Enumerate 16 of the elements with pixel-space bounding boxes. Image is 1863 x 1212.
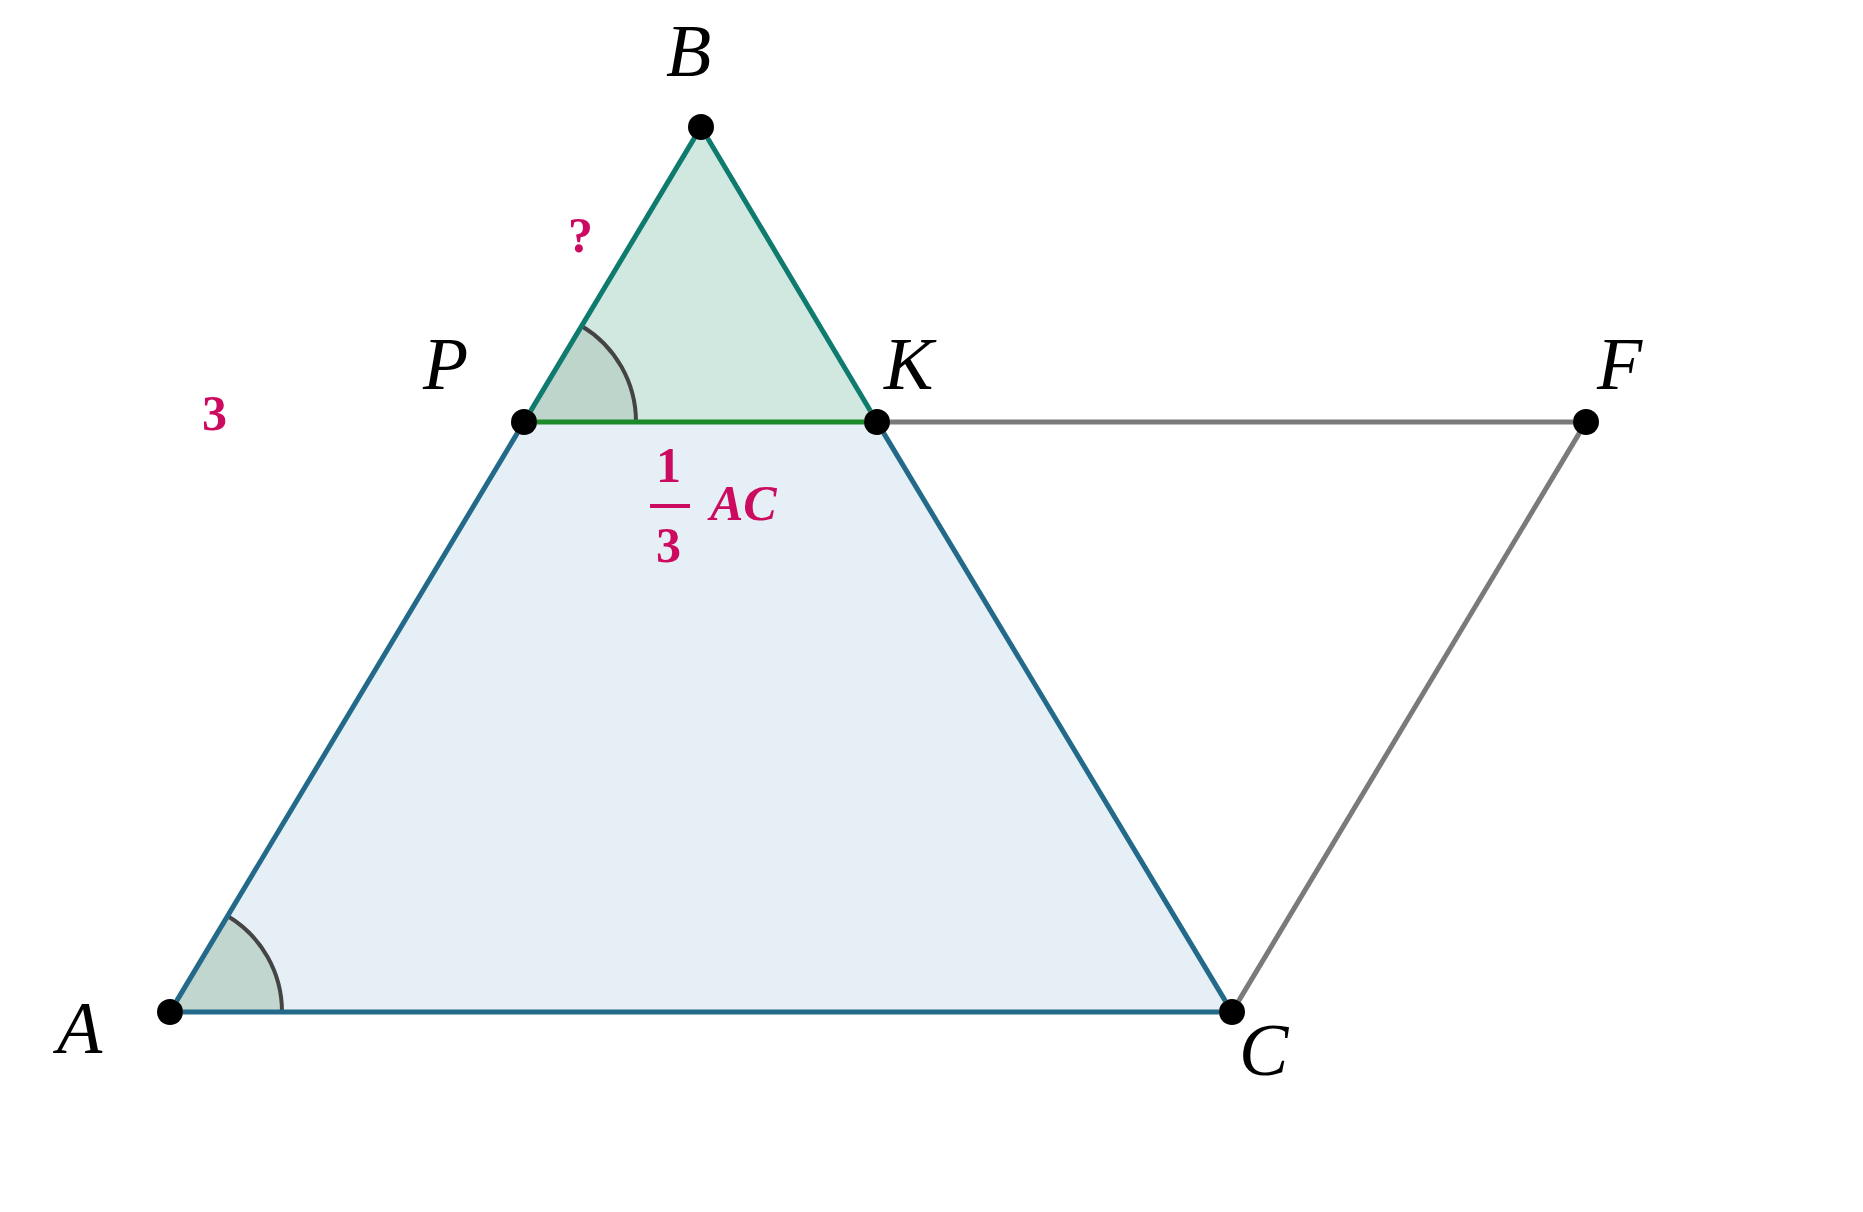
line-segment bbox=[705, 136, 873, 413]
point-label: C bbox=[1239, 1013, 1289, 1087]
line-segment bbox=[183, 1009, 1219, 1015]
value-label: 3 bbox=[656, 520, 681, 570]
line-segment bbox=[881, 431, 1228, 1003]
point-label: F bbox=[1597, 327, 1643, 401]
line-segment bbox=[890, 419, 1573, 425]
line-segment bbox=[1236, 431, 1582, 1003]
point-label: B bbox=[666, 14, 712, 88]
line-segment bbox=[174, 431, 520, 1003]
line-segment bbox=[537, 419, 864, 425]
value-label: 1 bbox=[656, 440, 681, 490]
value-label: ? bbox=[568, 210, 593, 260]
value-label: 3 bbox=[202, 388, 227, 438]
point-label: P bbox=[423, 327, 469, 401]
line-segment bbox=[528, 136, 697, 413]
